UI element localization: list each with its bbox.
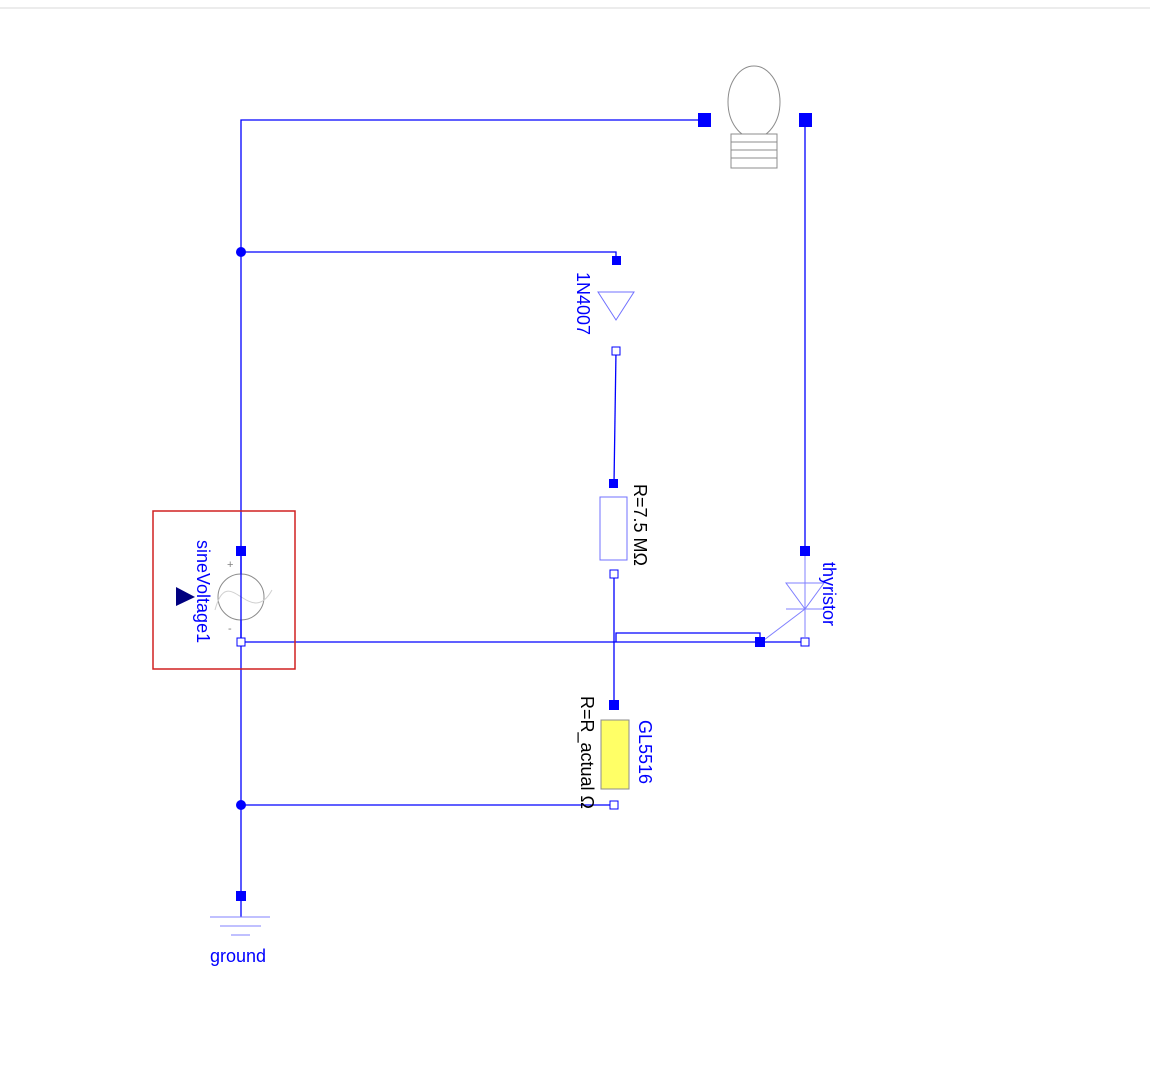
ldr-label: GL5516 (635, 720, 655, 784)
diode-label: 1N4007 (573, 272, 593, 335)
thyristor-symbol-icon (763, 556, 825, 641)
source-pin-minus[interactable] (236, 637, 246, 647)
ldr-pin-bottom[interactable] (609, 800, 619, 810)
junction-dot (236, 800, 246, 810)
sine-wave-icon (214, 589, 273, 611)
diode[interactable]: 1N4007 (573, 256, 635, 356)
ldr-body (600, 719, 630, 790)
sine-voltage-source[interactable]: + - sineVoltage1 (152, 510, 296, 670)
thyristor-pin-gate[interactable] (755, 637, 765, 647)
ground[interactable]: ground (210, 891, 270, 966)
ldr-value-label: R=R_actual Ω (576, 696, 597, 809)
thyristor-pin-anode[interactable] (800, 546, 810, 556)
wire-gate[interactable] (615, 632, 761, 642)
lamp-pin-right[interactable] (799, 113, 812, 127)
input-arrow-icon (176, 587, 195, 606)
source-pin-plus[interactable] (236, 546, 246, 556)
resistor[interactable]: R=7.5 MΩ (599, 479, 650, 579)
wire-diode-resistor[interactable] (613, 350, 617, 485)
ground-pin[interactable] (236, 891, 246, 901)
wire-to-diode[interactable] (241, 251, 617, 261)
junction-dot (236, 247, 246, 257)
thyristor-label: thyristor (819, 562, 839, 626)
ground-label: ground (210, 946, 266, 966)
ldr-pin-top[interactable] (609, 700, 619, 710)
resistor-pin-bottom[interactable] (609, 569, 619, 579)
thyristor[interactable]: thyristor (755, 546, 839, 647)
lamp[interactable] (698, 65, 812, 169)
source-plus-sign: + (227, 559, 233, 571)
source-label: sineVoltage1 (193, 540, 213, 643)
diode-triangle-icon (597, 291, 635, 321)
wires (240, 119, 806, 895)
resistor-pin-top[interactable] (609, 479, 618, 488)
ground-icon (210, 901, 270, 936)
lamp-pin-left[interactable] (698, 113, 711, 127)
photoresistor[interactable]: GL5516 R=R_actual Ω (576, 696, 655, 810)
resistor-body (599, 496, 628, 561)
light-bulb-icon (727, 65, 781, 169)
diode-pin-cathode[interactable] (611, 346, 621, 356)
selection-box (152, 510, 296, 670)
junctions (236, 247, 246, 810)
resistor-value-label: R=7.5 MΩ (630, 484, 650, 566)
diode-pin-anode[interactable] (612, 256, 621, 265)
source-minus-sign: - (228, 623, 232, 635)
thyristor-pin-cathode[interactable] (800, 637, 810, 647)
